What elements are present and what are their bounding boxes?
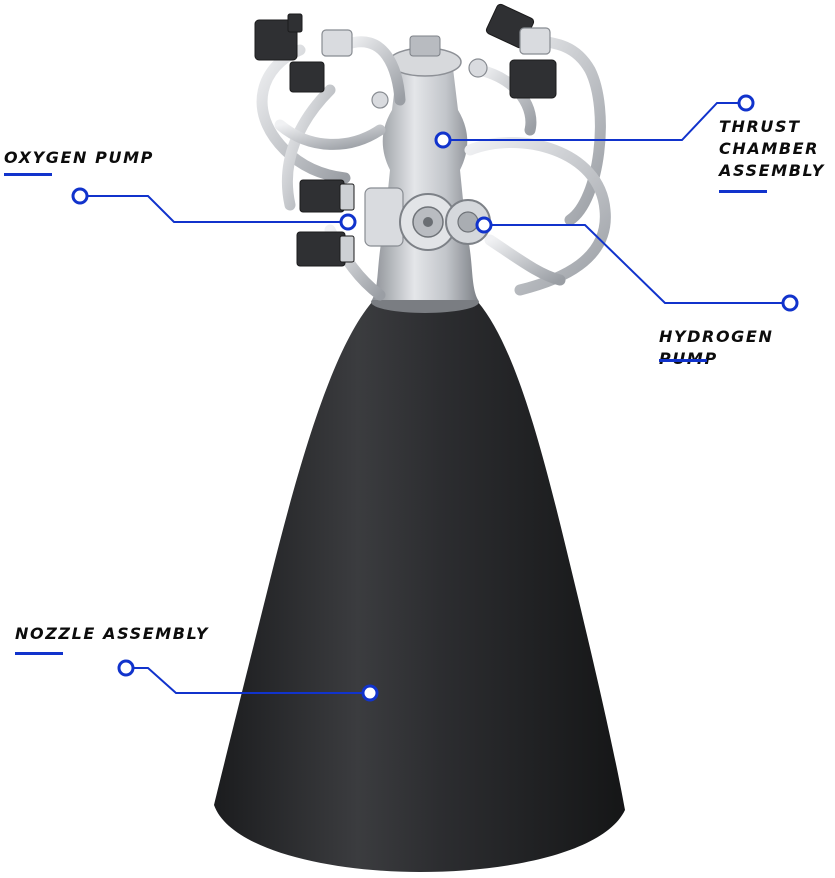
nozzle-bell	[214, 296, 625, 872]
callout-dot-nozzle-start	[119, 661, 133, 675]
oxygen-pump-underline	[4, 173, 52, 176]
thrust-chamber-underline	[719, 190, 767, 193]
callout-dot-oxygen-end	[341, 215, 355, 229]
nozzle-assembly-label: NOZZLE ASSEMBLY	[15, 623, 209, 645]
callout-dot-thrust-end	[436, 133, 450, 147]
callout-dot-thrust-start	[739, 96, 753, 110]
callout-dot-hydrogen-end	[783, 296, 797, 310]
callout-dot-oxygen-start	[73, 189, 87, 203]
callout-dot-hydrogen-start	[477, 218, 491, 232]
nozzle-assembly-underline	[15, 652, 63, 655]
callout-dot-nozzle-end	[363, 686, 377, 700]
thrust-chamber-body	[372, 60, 478, 300]
hydrogen-pump-label: HYDROGEN PUMP	[659, 326, 835, 370]
injector-port	[410, 36, 440, 56]
hydrogen-pump-underline	[659, 359, 707, 362]
oxygen-pump-label: OXYGEN PUMP	[4, 147, 154, 169]
thrust-chamber-label: THRUST CHAMBER ASSEMBLY	[719, 116, 825, 182]
